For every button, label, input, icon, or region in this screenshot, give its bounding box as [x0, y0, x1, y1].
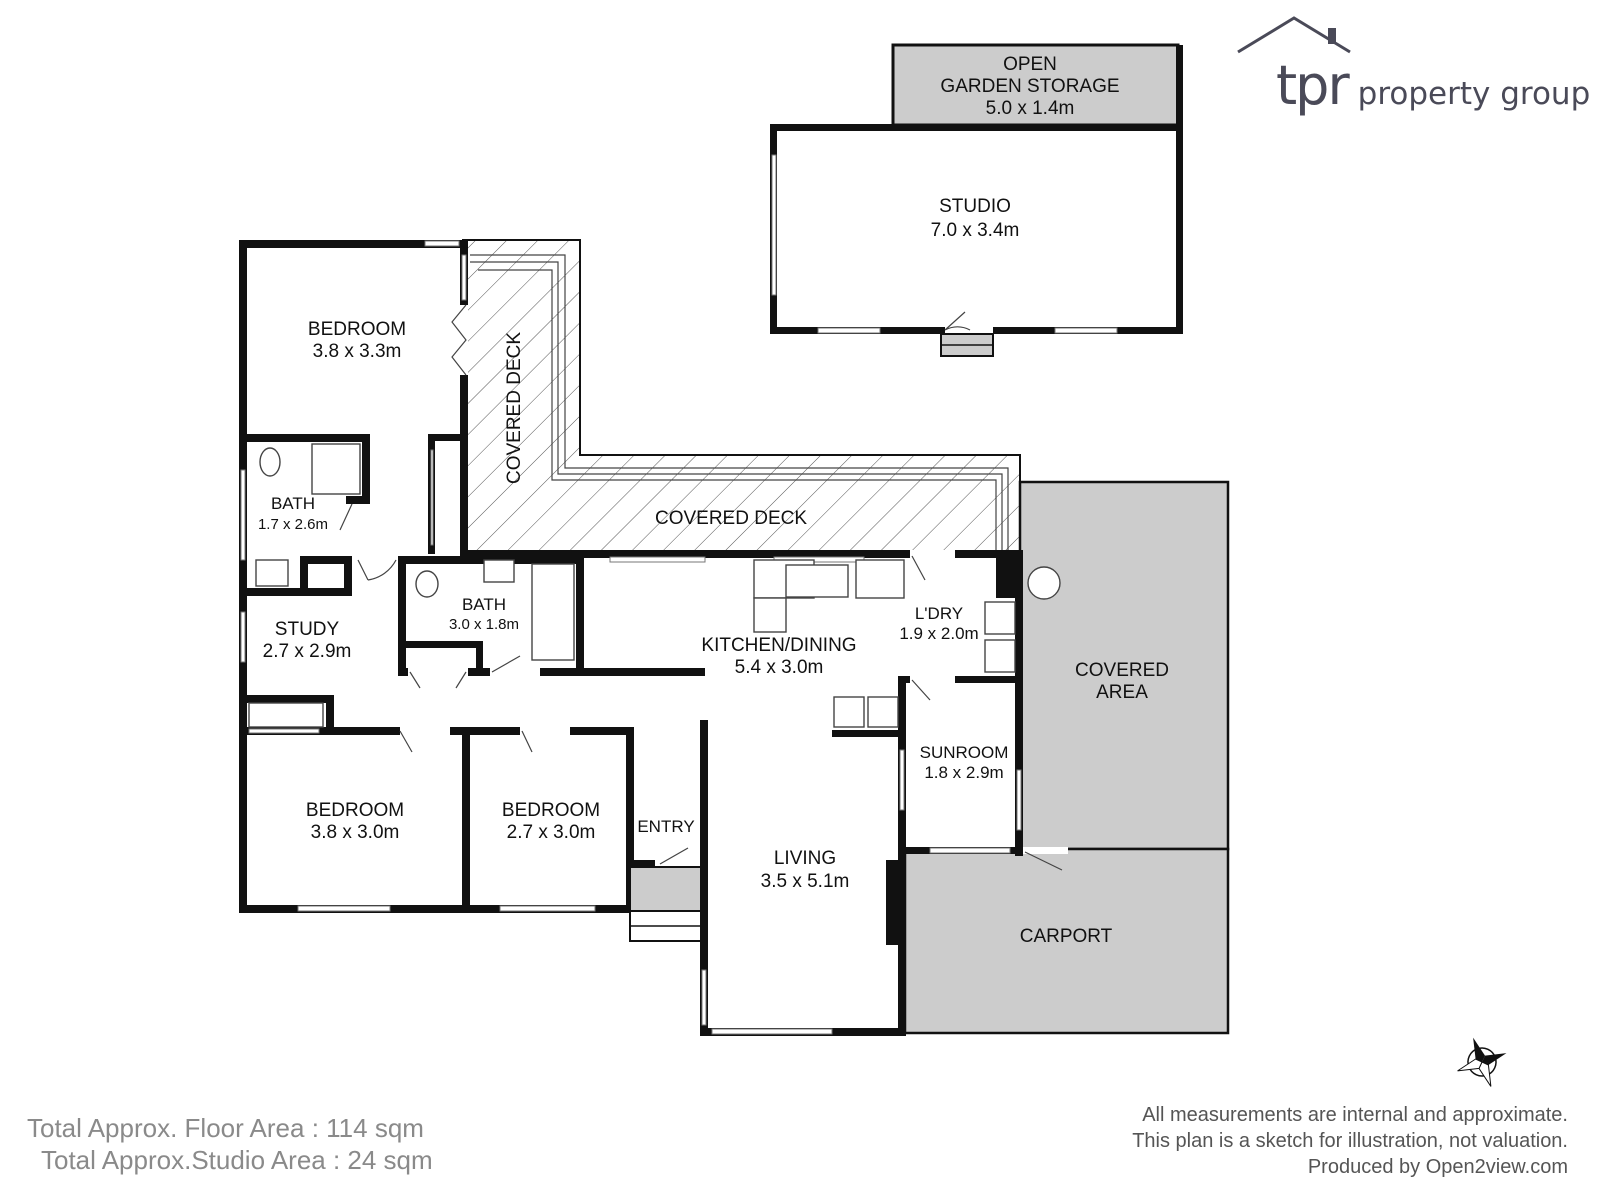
- sunroom-label: SUNROOM: [920, 743, 1009, 762]
- bath2-size: 3.0 x 1.8m: [449, 616, 519, 633]
- total-studio-area: Total Approx.Studio Area : 24 sqm: [41, 1145, 433, 1175]
- compass-rose-icon: [1457, 1037, 1507, 1087]
- living-label: LIVING: [774, 848, 836, 869]
- disclaimer-line-3: Produced by Open2view.com: [1307, 1156, 1568, 1178]
- covered-area-label-1: COVERED: [1075, 660, 1169, 681]
- bath1-size: 1.7 x 2.6m: [258, 516, 328, 533]
- living-size: 3.5 x 5.1m: [761, 871, 850, 892]
- covered-deck-vertical-label: COVERED DECK: [504, 332, 525, 484]
- kitchen-dining-size: 5.4 x 3.0m: [735, 657, 824, 678]
- entry-steps: [629, 866, 702, 942]
- studio-size: 7.0 x 3.4m: [931, 220, 1020, 241]
- laundry-label: L'DRY: [915, 604, 963, 623]
- study-size: 2.7 x 2.9m: [263, 641, 352, 662]
- bath1-label: BATH: [271, 494, 315, 513]
- logo-tagline: property group: [1357, 76, 1591, 112]
- garden-storage-label-1: OPEN: [1003, 54, 1057, 75]
- covered-deck-horizontal-label: COVERED DECK: [655, 508, 807, 529]
- fixtures: [248, 443, 1061, 728]
- studio-label: STUDIO: [939, 196, 1011, 217]
- covered-area-label-2: AREA: [1096, 682, 1148, 703]
- bedroom2-label: BEDROOM: [306, 800, 404, 821]
- garden-storage-area: [891, 43, 1180, 127]
- bedroom3-label: BEDROOM: [502, 800, 600, 821]
- total-floor-area: Total Approx. Floor Area : 114 sqm: [27, 1113, 424, 1143]
- carport-label: CARPORT: [1020, 926, 1113, 947]
- roof-icon: [1237, 16, 1351, 54]
- logo-brand: tpr: [1276, 54, 1350, 117]
- covered-area-zone: [1018, 480, 1230, 851]
- garden-storage-label-2: GARDEN STORAGE: [940, 76, 1119, 97]
- deck-edge-lines: [470, 254, 1009, 556]
- entry-label: ENTRY: [637, 817, 694, 836]
- bedroom3-size: 2.7 x 3.0m: [507, 822, 596, 843]
- disclaimer-line-2: This plan is a sketch for illustration, …: [1132, 1130, 1568, 1152]
- bedroom1-size: 3.8 x 3.3m: [313, 341, 402, 362]
- bedroom2-size: 3.8 x 3.0m: [311, 822, 400, 843]
- study-label: STUDY: [275, 619, 340, 640]
- kitchen-dining-label: KITCHEN/DINING: [701, 635, 856, 656]
- studio-building: [770, 45, 1183, 357]
- doors: [339, 304, 1068, 871]
- garden-storage-size: 5.0 x 1.4m: [986, 98, 1075, 119]
- sunroom-size: 1.8 x 2.9m: [924, 763, 1003, 782]
- bedroom1-label: BEDROOM: [308, 319, 406, 340]
- bath2-label: BATH: [462, 595, 506, 614]
- laundry-size: 1.9 x 2.0m: [899, 624, 978, 643]
- disclaimer-line-1: All measurements are internal and approx…: [1142, 1104, 1568, 1126]
